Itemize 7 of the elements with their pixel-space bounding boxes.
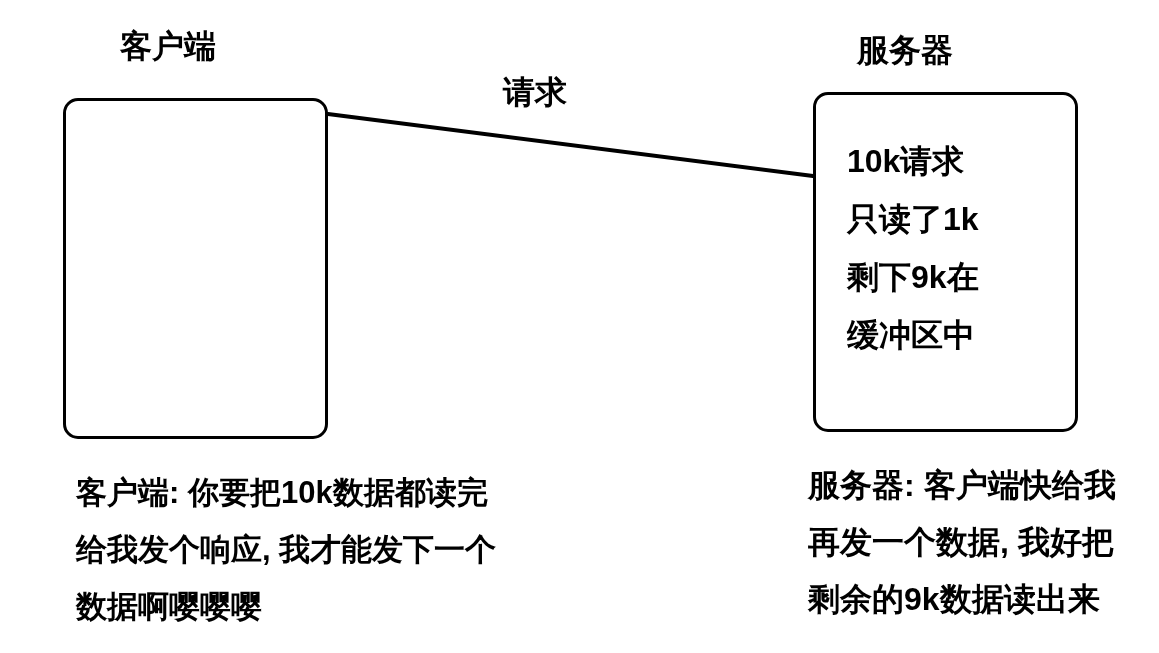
- edge-label: 请求: [503, 73, 567, 111]
- box-text: 10k请求只读了1k剩下9k在缓冲区中: [847, 142, 980, 355]
- caption-text: 客户端: 你要把10k数据都读完给我发个响应, 我才能发下一个数据啊嘤嘤嘤: [76, 474, 498, 626]
- box-heading: 服务器: [857, 31, 953, 69]
- connector-line: [326, 112, 815, 178]
- box-heading: 客户端: [120, 27, 216, 65]
- caption-text: 服务器: 客户端快给我再发一个数据, 我好把剩余的9k数据读出来: [808, 466, 1117, 619]
